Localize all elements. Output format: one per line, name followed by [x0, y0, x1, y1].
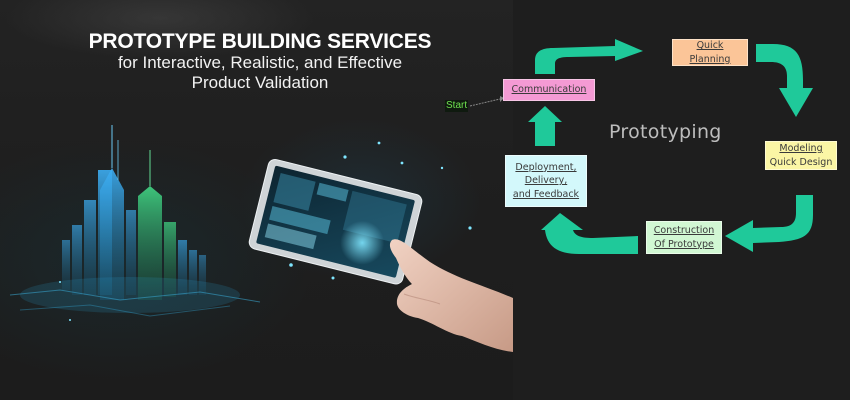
step-deployment-line3: and Feedback — [512, 188, 580, 200]
step-construction-line2: Of Prototype — [654, 238, 714, 250]
step-construction-line1: Construction — [653, 225, 715, 236]
arrow-planning-to-modeling-icon — [756, 44, 813, 117]
arrow-modeling-to-construction-icon — [725, 195, 813, 252]
hero-illustration — [9, 125, 513, 352]
hero-panel: PROTOTYPE BUILDING SERVICES for Interact… — [0, 0, 513, 400]
tablet — [248, 158, 423, 285]
step-modeling: Modeling Quick Design — [765, 141, 837, 170]
step-modeling-line1: Modeling — [779, 143, 823, 154]
step-construction: Construction Of Prototype — [646, 221, 722, 254]
step-deployment: Deployment, Delivery, and Feedback — [505, 155, 587, 207]
diagram-center-label: Prototyping — [609, 121, 722, 143]
step-deployment-line1: Deployment, — [515, 161, 577, 173]
hero-title: PROTOTYPE BUILDING SERVICES — [88, 30, 432, 53]
arrow-comm-to-planning-icon — [535, 39, 643, 74]
step-communication: Communication — [503, 79, 595, 101]
hero-subtitle-line2: Product Validation — [191, 73, 329, 92]
step-quick-planning-line2: Planning — [689, 53, 731, 65]
step-communication-label: Communication — [511, 84, 587, 96]
step-quick-planning: Quick Planning — [672, 39, 748, 66]
step-modeling-line2: Quick Design — [769, 156, 833, 168]
pointing-hand — [389, 239, 513, 352]
arrow-deployment-to-communication-icon — [528, 106, 562, 146]
city-skyline — [9, 125, 261, 317]
step-deployment-line2: Delivery, — [524, 175, 568, 187]
arrow-construction-to-deployment-icon — [541, 213, 638, 254]
prototyping-cycle-diagram: Prototyping Communication Quick Planning… — [503, 0, 850, 400]
cycle-arrows — [528, 39, 813, 254]
hero-subtitle-line1: for Interactive, Realistic, and Effectiv… — [117, 53, 403, 72]
start-label: Start — [445, 100, 469, 112]
hero-heading: PROTOTYPE BUILDING SERVICES for Interact… — [0, 31, 513, 93]
step-quick-planning-line1: Quick — [696, 40, 724, 51]
